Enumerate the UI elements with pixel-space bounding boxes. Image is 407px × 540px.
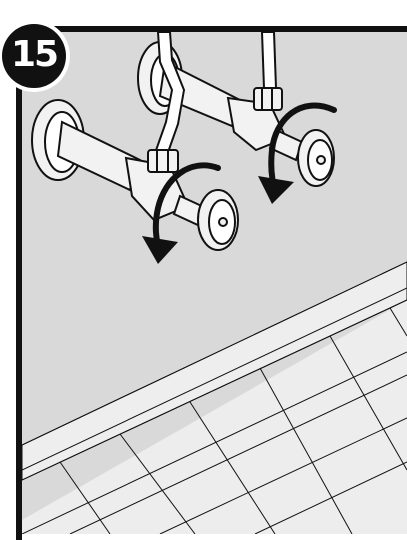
floor xyxy=(22,300,407,534)
rear-arrowhead-icon xyxy=(258,176,294,204)
rear-supply-line xyxy=(260,32,278,89)
front-arrowhead-icon xyxy=(142,236,178,264)
baseboard-bottom-line xyxy=(22,299,407,481)
floor-tiles xyxy=(22,307,407,534)
wall-floor-line xyxy=(22,261,407,446)
front-shutoff-valve xyxy=(31,99,239,251)
baseboard-top-line xyxy=(22,287,407,471)
step-number-badge: 15 xyxy=(2,24,66,88)
step-number: 15 xyxy=(10,34,59,75)
